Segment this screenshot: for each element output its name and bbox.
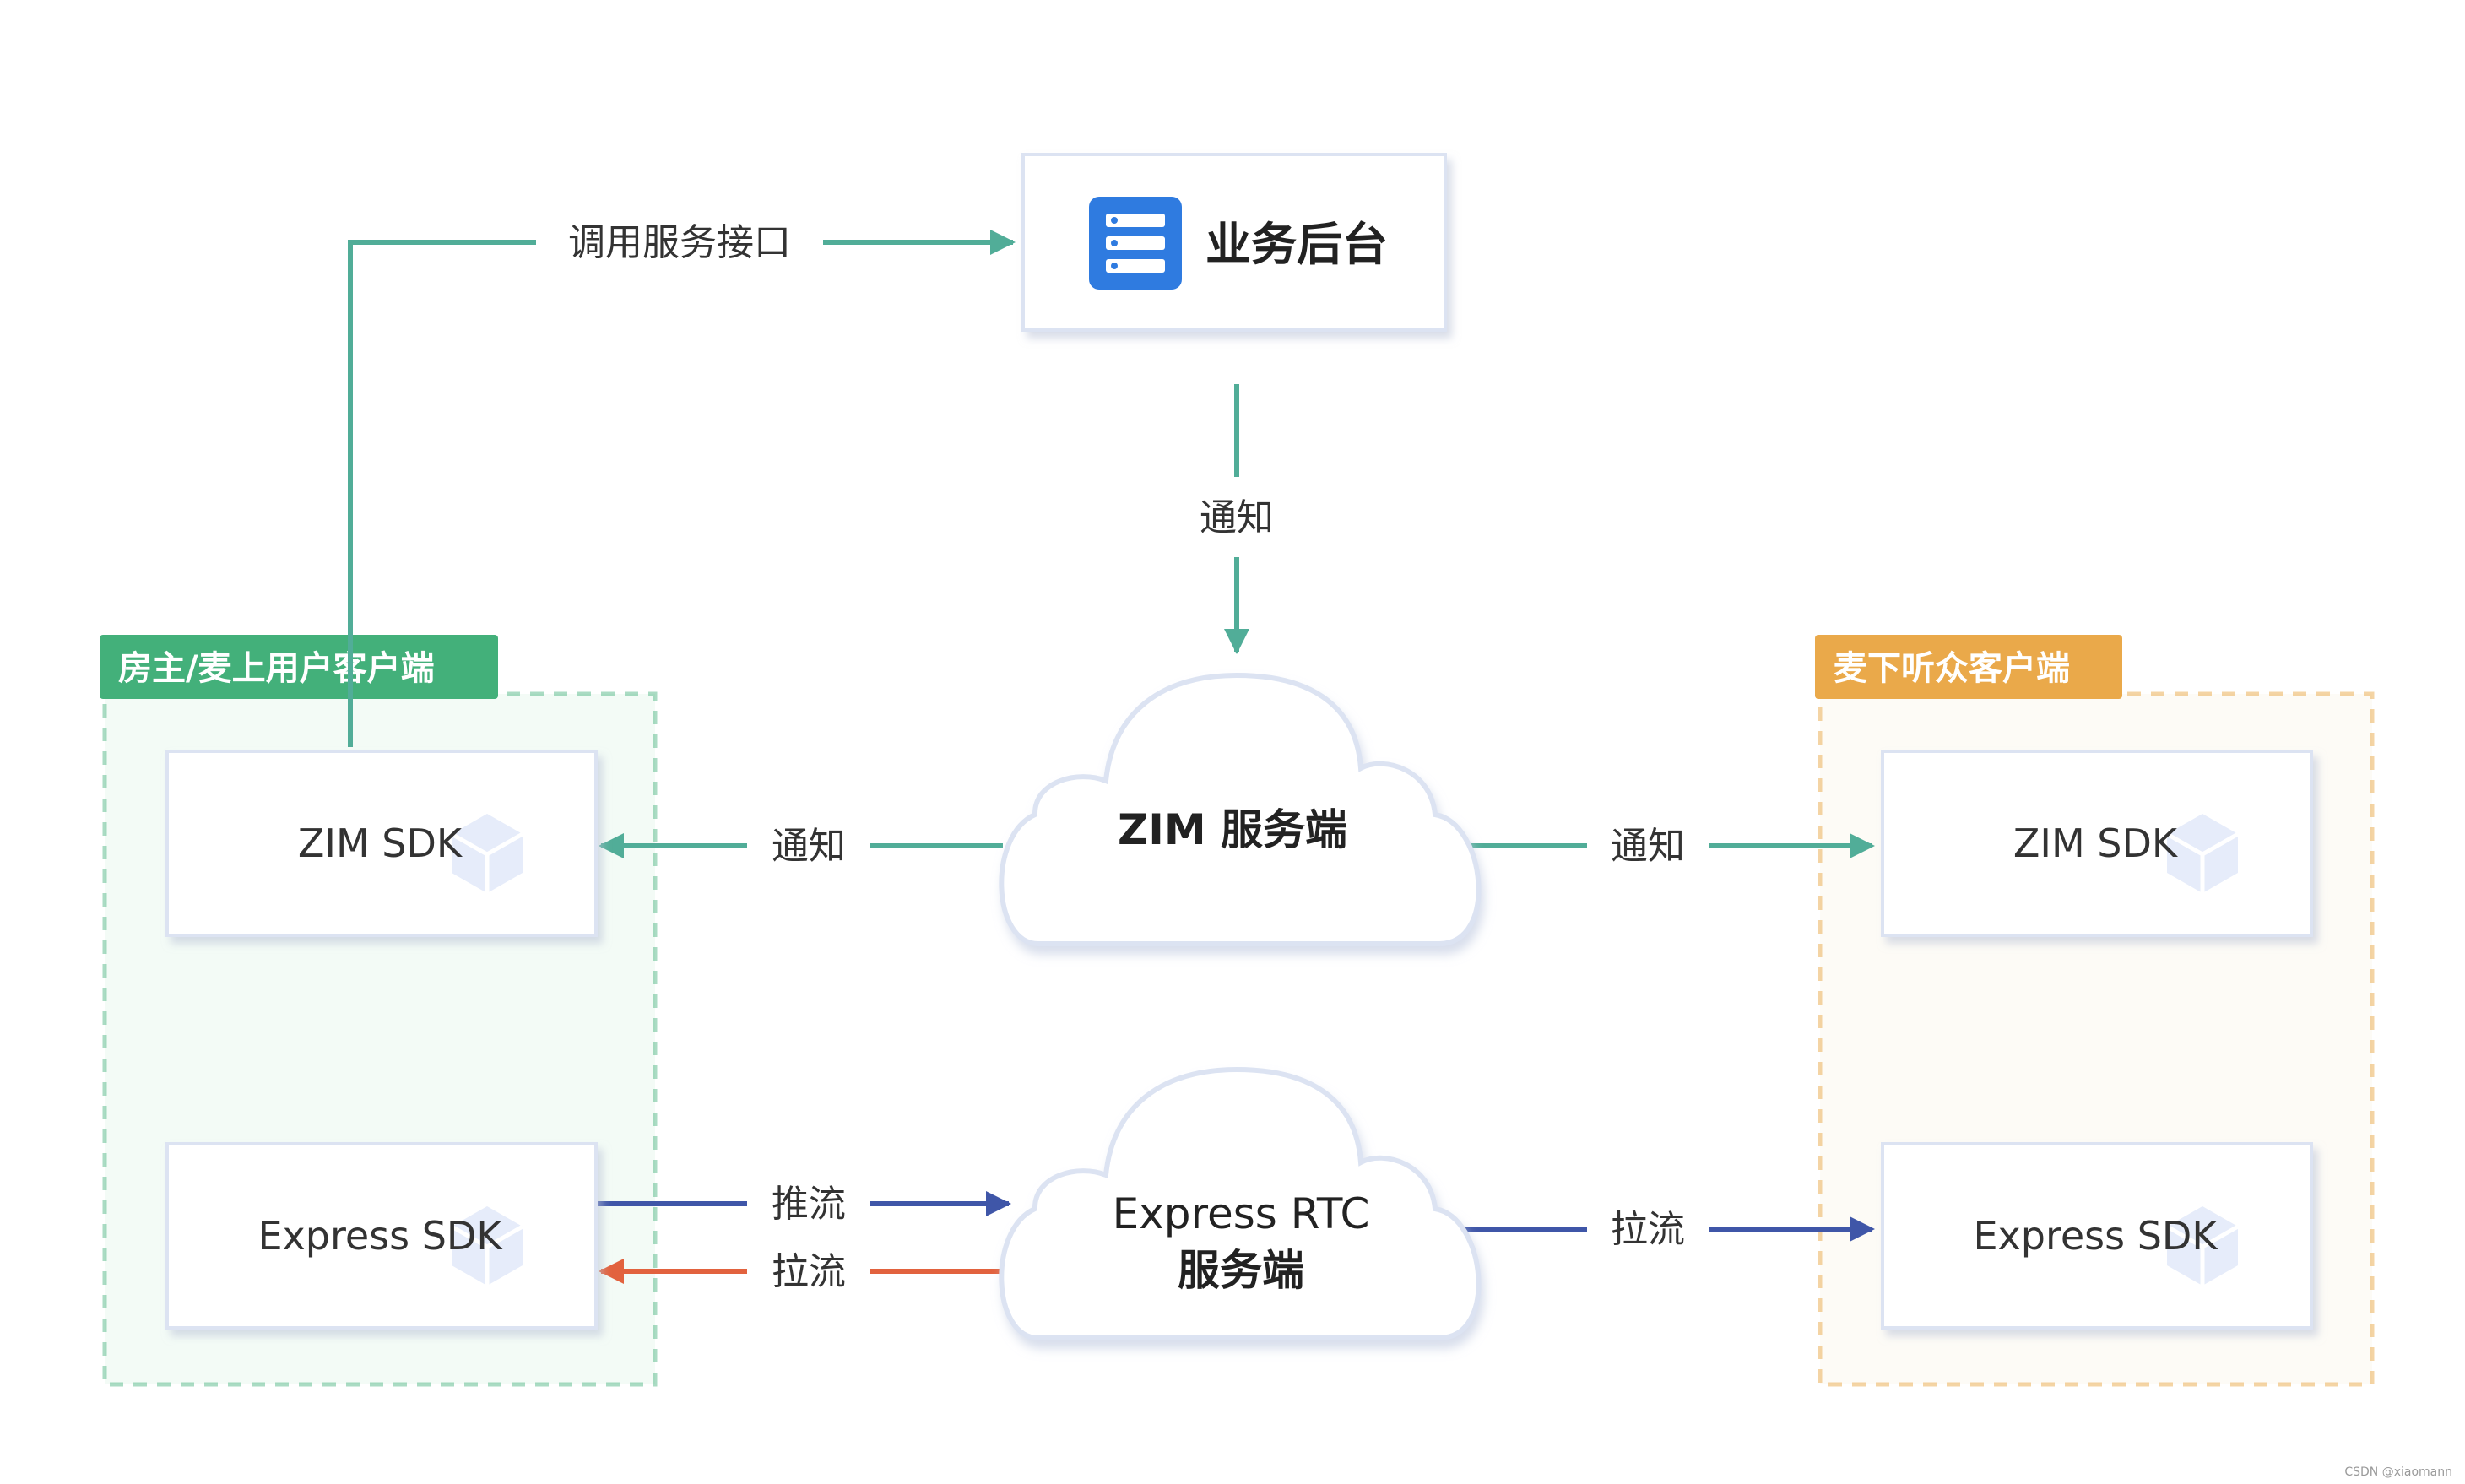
node-audience-zim-sdk: ZIM SDK [1881, 750, 2313, 937]
server-icon [1089, 197, 1182, 290]
edge-pull-stream-host: 拉流 [599, 1250, 1003, 1293]
node-audience-express-sdk-label: Express SDK [1973, 1213, 2218, 1259]
node-host-zim-sdk-label: ZIM SDK [298, 821, 463, 866]
edge-notify-right: 通知 [1465, 825, 1875, 868]
edge-notify-left-label: 通知 [772, 825, 846, 868]
host-group-badge [100, 635, 498, 699]
edge-call-api: 调用服务接口 [348, 221, 1016, 747]
node-audience-zim-sdk-label: ZIM SDK [2013, 821, 2179, 866]
edge-call-api-label: 调用服务接口 [568, 221, 791, 264]
node-host-express-sdk-label: Express SDK [257, 1213, 503, 1259]
node-rtc-server: Express RTC 服务端 [999, 1066, 1482, 1340]
node-rtc-server-line2: 服务端 [1178, 1246, 1304, 1295]
node-backend-label: 业务后台 [1205, 218, 1388, 271]
node-zim-server: ZIM 服务端 [999, 672, 1482, 946]
edge-pull-stream-aud: 拉流 [1465, 1208, 1875, 1251]
node-backend: 业务后台 [1021, 153, 1447, 332]
host-group-title: 房主/麦上用户客户端 [118, 649, 435, 688]
audience-group-badge [1815, 635, 2122, 699]
audience-group-title: 麦下听众客户端 [1834, 649, 2070, 688]
edge-notify-down-label: 通知 [1200, 496, 1274, 539]
node-host-express-sdk: Express SDK [165, 1142, 598, 1330]
edge-notify-down: 通知 [1200, 384, 1274, 654]
edge-push-stream-label: 推流 [772, 1183, 846, 1226]
node-audience-express-sdk: Express SDK [1881, 1142, 2313, 1330]
node-rtc-server-line1: Express RTC [1113, 1189, 1370, 1238]
edge-pull-stream-aud-label: 拉流 [1611, 1208, 1685, 1251]
edge-push-stream: 推流 [598, 1183, 1011, 1226]
node-zim-server-label: ZIM 服务端 [1118, 805, 1347, 854]
watermark: CSDN @xiaomann [2344, 1465, 2452, 1479]
edge-notify-left: 通知 [599, 825, 1003, 868]
edge-pull-stream-host-label: 拉流 [772, 1250, 846, 1293]
edge-notify-right-label: 通知 [1611, 825, 1685, 868]
node-host-zim-sdk: ZIM SDK [165, 750, 598, 937]
